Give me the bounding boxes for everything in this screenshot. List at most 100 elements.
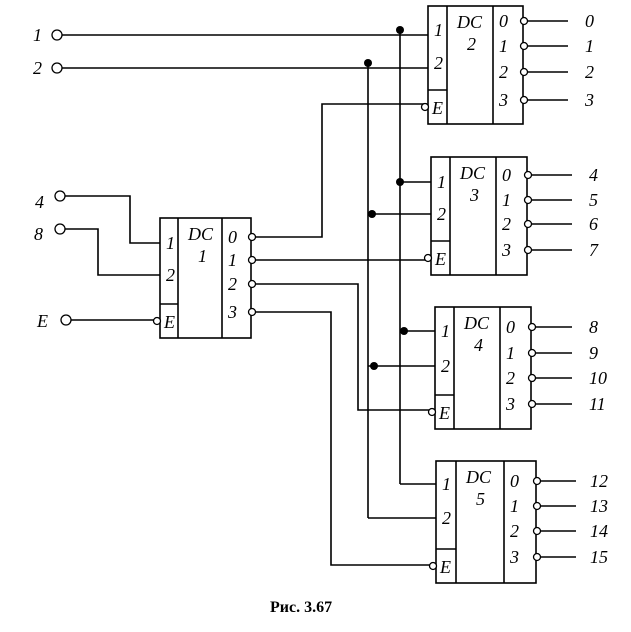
decoder-output-label: 1 bbox=[499, 36, 508, 56]
decoder-output-label: 3 bbox=[501, 240, 511, 260]
decoder-output-label: 1 bbox=[502, 190, 511, 210]
decoder-input-label: 2 bbox=[166, 265, 175, 285]
decoder-number: 4 bbox=[474, 335, 483, 355]
decoder-output-label: 2 bbox=[499, 62, 508, 82]
output-pin bbox=[523, 195, 533, 205]
enable-inversion-circle bbox=[152, 316, 162, 326]
terminal-label-8: 8 bbox=[34, 224, 43, 244]
decoder-output-label: 2 bbox=[506, 368, 515, 388]
output-line-label: 1 bbox=[585, 36, 594, 56]
decoder-output-label: 0 bbox=[228, 227, 237, 247]
enable-inversion-circle bbox=[427, 407, 437, 417]
decoder-number: 1 bbox=[198, 246, 207, 266]
decoder-body bbox=[159, 217, 252, 339]
decoder-output-label: 3 bbox=[498, 90, 508, 110]
output-pin bbox=[519, 16, 529, 26]
output-line-label: 13 bbox=[590, 496, 608, 516]
terminal-label-4: 4 bbox=[35, 192, 44, 212]
output-line-label: 9 bbox=[589, 343, 598, 363]
decoder-name: DC bbox=[187, 224, 214, 244]
decoder-output-label: 1 bbox=[506, 343, 515, 363]
decoder-output-label: 0 bbox=[510, 471, 519, 491]
decoder-output-label: 0 bbox=[502, 165, 511, 185]
output-pin bbox=[527, 373, 537, 383]
output-line-label: 5 bbox=[589, 190, 598, 210]
output-pin bbox=[532, 526, 542, 536]
decoder-body bbox=[427, 5, 524, 125]
enable-inversion-circle bbox=[423, 253, 433, 263]
figure-caption: Рис. 3.67 bbox=[270, 599, 332, 616]
decoder-output-label: 1 bbox=[228, 250, 237, 270]
output-line-label: 0 bbox=[585, 11, 594, 31]
decoder-output-label: 2 bbox=[510, 521, 519, 541]
output-pin bbox=[247, 255, 257, 265]
junction-dots bbox=[364, 26, 408, 370]
output-pin bbox=[519, 41, 529, 51]
output-pin bbox=[519, 95, 529, 105]
decoder-output-label: 3 bbox=[509, 547, 519, 567]
decoder-enable-label: E bbox=[163, 312, 175, 332]
decoder-output-label: 3 bbox=[227, 302, 237, 322]
output-line-label: 3 bbox=[584, 90, 594, 110]
decoder-input-label: 1 bbox=[442, 474, 451, 494]
output-line-label: 7 bbox=[589, 240, 599, 260]
decoder-input-label: 2 bbox=[434, 53, 443, 73]
output-pin bbox=[527, 399, 537, 409]
output-pin bbox=[519, 67, 529, 77]
output-pin bbox=[532, 501, 542, 511]
decoder-output-label: 2 bbox=[228, 274, 237, 294]
terminal-label-e: E bbox=[36, 311, 48, 331]
terminal-label-2: 2 bbox=[33, 58, 42, 78]
input-terminals: 1 2 4 8 E bbox=[33, 25, 72, 331]
terminal-label-1: 1 bbox=[33, 25, 42, 45]
decoder-output-label: 3 bbox=[505, 394, 515, 414]
output-pin bbox=[527, 348, 537, 358]
decoder-enable-label: E bbox=[431, 98, 443, 118]
decoder-name: DC bbox=[456, 12, 483, 32]
wires bbox=[62, 20, 576, 566]
decoder-output-label: 0 bbox=[506, 317, 515, 337]
decoder-input-label: 1 bbox=[434, 20, 443, 40]
output-line-label: 2 bbox=[585, 62, 594, 82]
decoder-name: DC bbox=[459, 163, 486, 183]
decoder-input-label: 2 bbox=[441, 356, 450, 376]
output-pin bbox=[523, 170, 533, 180]
decoder-enable-label: E bbox=[439, 557, 451, 577]
decoder-input-label: 2 bbox=[437, 204, 446, 224]
output-line-label: 11 bbox=[589, 394, 606, 414]
output-pin bbox=[247, 232, 257, 242]
output-line-label: 10 bbox=[589, 368, 607, 388]
decoder-number: 5 bbox=[476, 489, 485, 509]
output-pin bbox=[532, 476, 542, 486]
enable-inversion-circle bbox=[420, 102, 430, 112]
output-line-label: 8 bbox=[589, 317, 598, 337]
decoder-output-label: 2 bbox=[502, 214, 511, 234]
decoder-name: DC bbox=[463, 313, 490, 333]
decoder-number: 3 bbox=[469, 185, 479, 205]
decoder-output-label: 1 bbox=[510, 496, 519, 516]
output-line-label: 15 bbox=[590, 547, 608, 567]
decoder-input-label: 1 bbox=[166, 233, 175, 253]
decoder-input-label: 1 bbox=[437, 172, 446, 192]
output-line-label: 12 bbox=[590, 471, 608, 491]
decoder-input-label: 2 bbox=[442, 508, 451, 528]
decoder-body bbox=[435, 460, 537, 584]
output-line-label: 14 bbox=[590, 521, 608, 541]
decoder-input-label: 1 bbox=[441, 321, 450, 341]
decoder-number: 2 bbox=[467, 34, 476, 54]
output-line-label: 4 bbox=[589, 165, 598, 185]
output-pin bbox=[523, 245, 533, 255]
decoder-output-label: 0 bbox=[499, 11, 508, 31]
enable-inversion-circle bbox=[428, 561, 438, 571]
decoder-name: DC bbox=[465, 467, 492, 487]
output-line-label: 6 bbox=[589, 214, 598, 234]
output-pin bbox=[247, 307, 257, 317]
decoder-body bbox=[430, 156, 528, 276]
decoder-enable-label: E bbox=[434, 249, 446, 269]
